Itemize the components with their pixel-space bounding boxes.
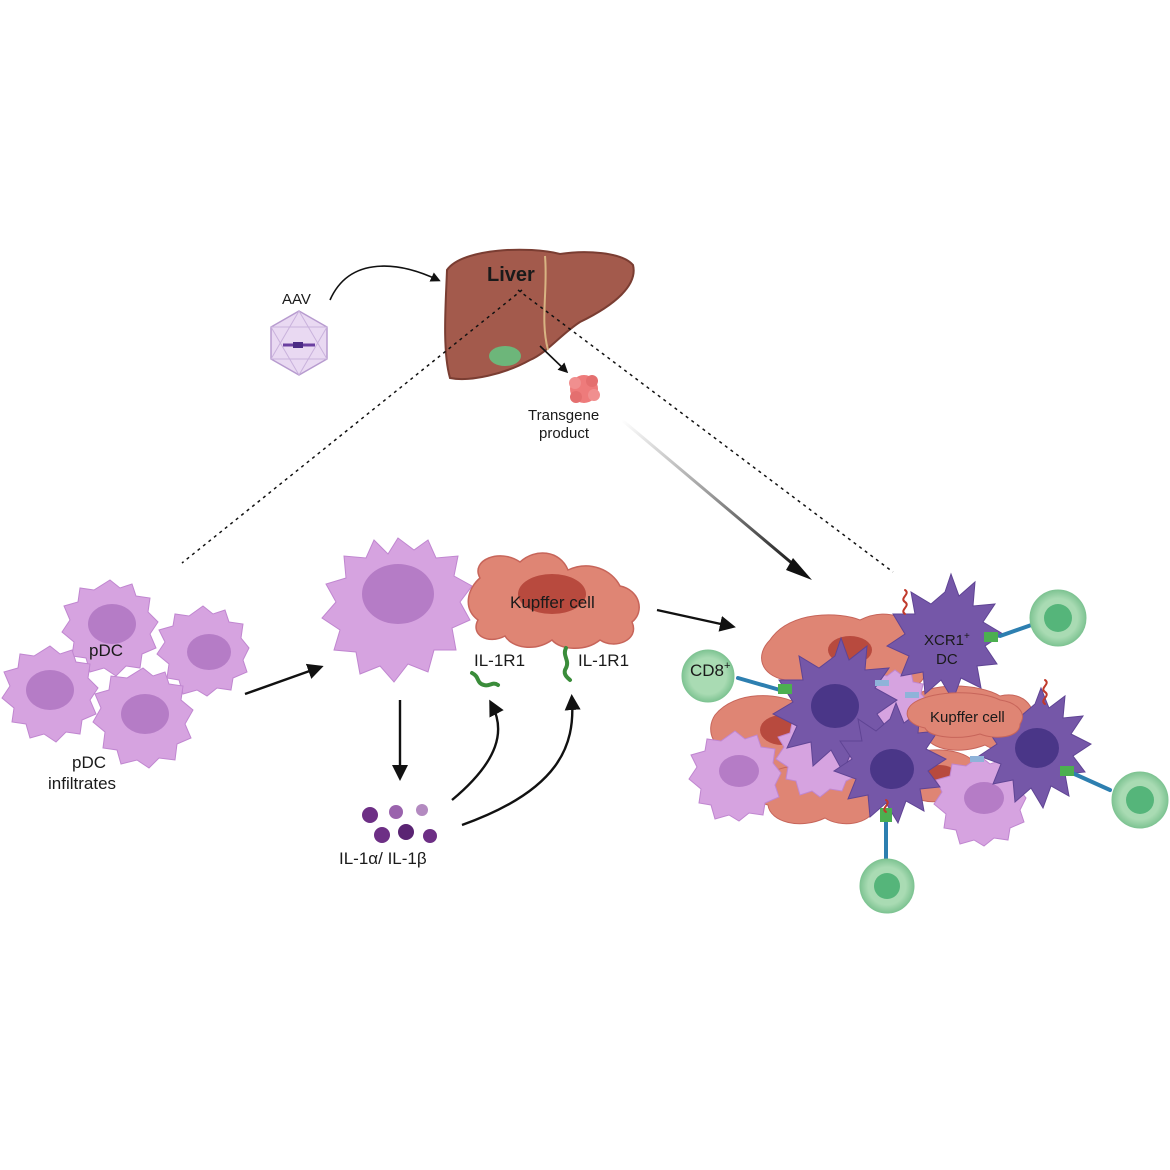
il1r1-kupffer-label: IL-1R1 bbox=[578, 651, 629, 670]
pdc-cell bbox=[156, 605, 250, 697]
kupffer-cell-cluster-label: Kupffer cell bbox=[930, 709, 1005, 726]
xcr1-dc-cell bbox=[885, 572, 1004, 702]
pdc-cell bbox=[92, 667, 194, 769]
kupffer-cell-label: Kupffer cell bbox=[510, 593, 595, 612]
il1r1-pdc-label: IL-1R1 bbox=[474, 651, 525, 670]
xcr1-label-line2: DC bbox=[936, 651, 958, 668]
immune-cluster: Kupffer cell XCR1+ DC CD8+ bbox=[681, 572, 1169, 914]
cytokine-group bbox=[362, 804, 437, 843]
transgene-protein-icon bbox=[569, 375, 600, 403]
pdc-infiltrates-label-line1: pDC bbox=[72, 753, 106, 772]
aav-label: AAV bbox=[282, 291, 311, 308]
liver-to-transgene-arrow bbox=[539, 345, 569, 374]
liver-label: Liver bbox=[487, 264, 535, 286]
cd8-tcell bbox=[1111, 771, 1169, 829]
transgene-label-line1: Transgene bbox=[528, 407, 599, 424]
dotted-line-left bbox=[181, 289, 523, 564]
xcr1-label-line1: XCR1+ bbox=[924, 631, 970, 649]
cd8-label: CD8+ bbox=[690, 660, 730, 680]
pdc-cluster: pDC pDC infiltrates bbox=[1, 579, 250, 793]
central-pdc-cell bbox=[321, 537, 473, 683]
liver-organ-icon: Liver bbox=[444, 248, 635, 381]
pdc-to-central-arrow bbox=[244, 663, 324, 696]
pdc-cell bbox=[1, 645, 99, 743]
aav-capsid-icon bbox=[270, 310, 328, 376]
il1-label: IL-1α/ IL-1β bbox=[339, 849, 427, 868]
cd8-tcell bbox=[859, 858, 915, 914]
receptor-icon bbox=[562, 646, 572, 682]
cytokine-to-pdc-receptor-arrow bbox=[451, 699, 504, 801]
xcr1-dc-cell bbox=[832, 701, 947, 825]
aav-to-liver-arrow bbox=[329, 265, 441, 301]
pdc-label: pDC bbox=[89, 641, 123, 660]
dotted-line-right bbox=[517, 289, 894, 573]
receptor-icon bbox=[470, 671, 500, 688]
cd8-tcell bbox=[1029, 589, 1087, 647]
tcr-icon bbox=[736, 589, 1112, 864]
kupffer-cell: Kupffer cell bbox=[467, 552, 640, 649]
pdc-infiltrates-label-line2: infiltrates bbox=[48, 774, 116, 793]
pdc-cell bbox=[688, 730, 782, 822]
aav-group: AAV bbox=[270, 265, 441, 376]
transgene-label-line2: product bbox=[539, 425, 590, 442]
pdc-cell bbox=[61, 579, 159, 677]
transgene-to-cluster-arrow bbox=[621, 418, 801, 572]
cytokine-to-kupffer-receptor-arrow bbox=[461, 694, 581, 827]
kupffer-to-cluster-arrow bbox=[656, 608, 736, 632]
cd8-tcell bbox=[681, 649, 735, 703]
